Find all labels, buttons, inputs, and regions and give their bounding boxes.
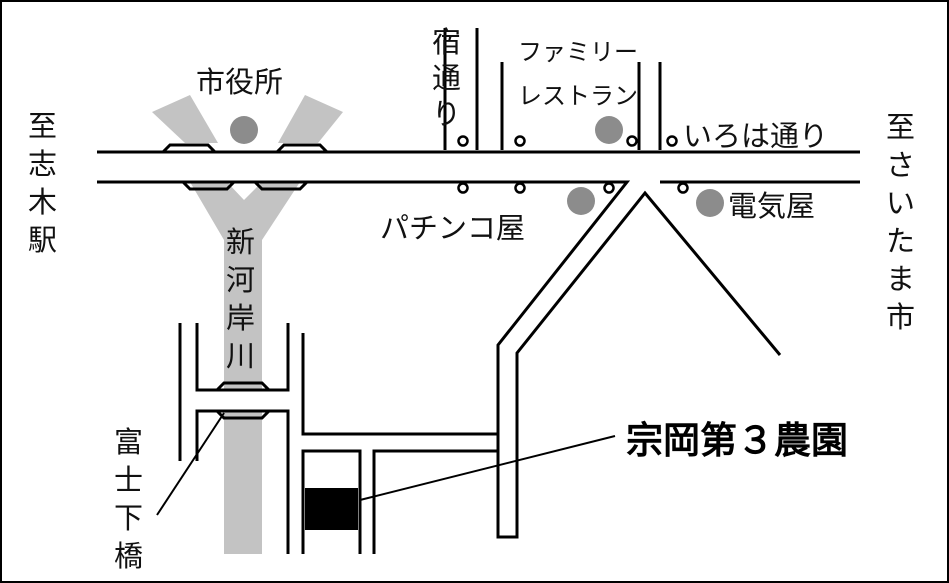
label-bridge-1: 富 [114,425,143,459]
label-river-2: 河 [226,263,255,297]
label-city-hall: 市役所 [196,65,283,99]
side-road-lower [301,449,362,554]
bridge-marker [181,180,236,191]
label-restaurant-1: ファミリー [518,38,638,66]
denki-dot-icon [696,189,724,217]
label-shuku-3: り [432,97,461,131]
label-to-shiki-1: 至 [28,109,57,143]
main-road-bottom-edge [97,180,782,539]
label-bridge-2: 士 [114,463,143,497]
label-to-saitama-1: 至 [886,110,915,144]
corner-marker-icon [514,135,526,147]
river-bottom [224,411,262,554]
bridge-lower-box [195,409,290,554]
label-river-1: 新 [226,225,255,259]
side-road-upper [301,333,498,436]
river [152,95,343,554]
bridges [161,143,329,420]
bridge-marker [215,381,271,392]
label-farm-title: 宗岡第３農園 [626,419,848,462]
corner-marker-icon [514,182,526,194]
corner-marker-icon [677,182,689,194]
label-to-shiki-2: 志 [28,147,57,181]
bridge-marker [215,409,271,420]
corner-markers [457,135,689,194]
corner-marker-icon [666,135,678,147]
label-river-4: 川 [226,339,255,373]
label-river-3: 岸 [226,301,255,335]
side-road-far [372,449,498,554]
label-to-shiki-4: 駅 [28,223,57,257]
label-denki: 電気屋 [728,189,815,223]
label-to-saitama-6: 市 [886,300,915,334]
label-to-shiki-3: 木 [28,185,57,219]
label-pachinko: パチンコ屋 [380,211,525,245]
corner-marker-icon [603,182,615,194]
river-lower [190,182,300,390]
label-bridge-4: 橋 [114,539,143,573]
bridge-marker [161,143,217,154]
label-to-saitama-2: さ [886,148,915,182]
bridge-upper-box [195,323,290,392]
label-shuku-1: 宿 [432,25,461,59]
label-bridge-3: 下 [114,501,143,535]
river-upper-left [152,95,218,143]
landmarks [230,116,724,217]
river-upper-right [278,95,343,143]
corner-marker-icon [457,135,469,147]
pachinko-dot-icon [567,187,595,215]
corner-marker-icon [626,135,638,147]
bridge-marker [275,143,329,154]
corner-marker-icon [457,182,469,194]
label-to-saitama-3: い [886,186,915,220]
farm-leader-line [359,435,616,501]
label-restaurant-2: レストラン [518,82,638,110]
farm-location-marker [305,488,358,530]
label-to-saitama-4: た [886,224,915,258]
bridge-marker [253,180,309,191]
roads [97,28,860,554]
label-to-saitama-5: ま [886,262,915,296]
label-iroha-dori: いろは通り [683,119,828,153]
bridge-leader-line [156,412,225,516]
restaurant-dot-icon [595,116,623,144]
label-shuku-2: 通 [432,61,461,95]
city-hall-dot-icon [230,116,258,144]
